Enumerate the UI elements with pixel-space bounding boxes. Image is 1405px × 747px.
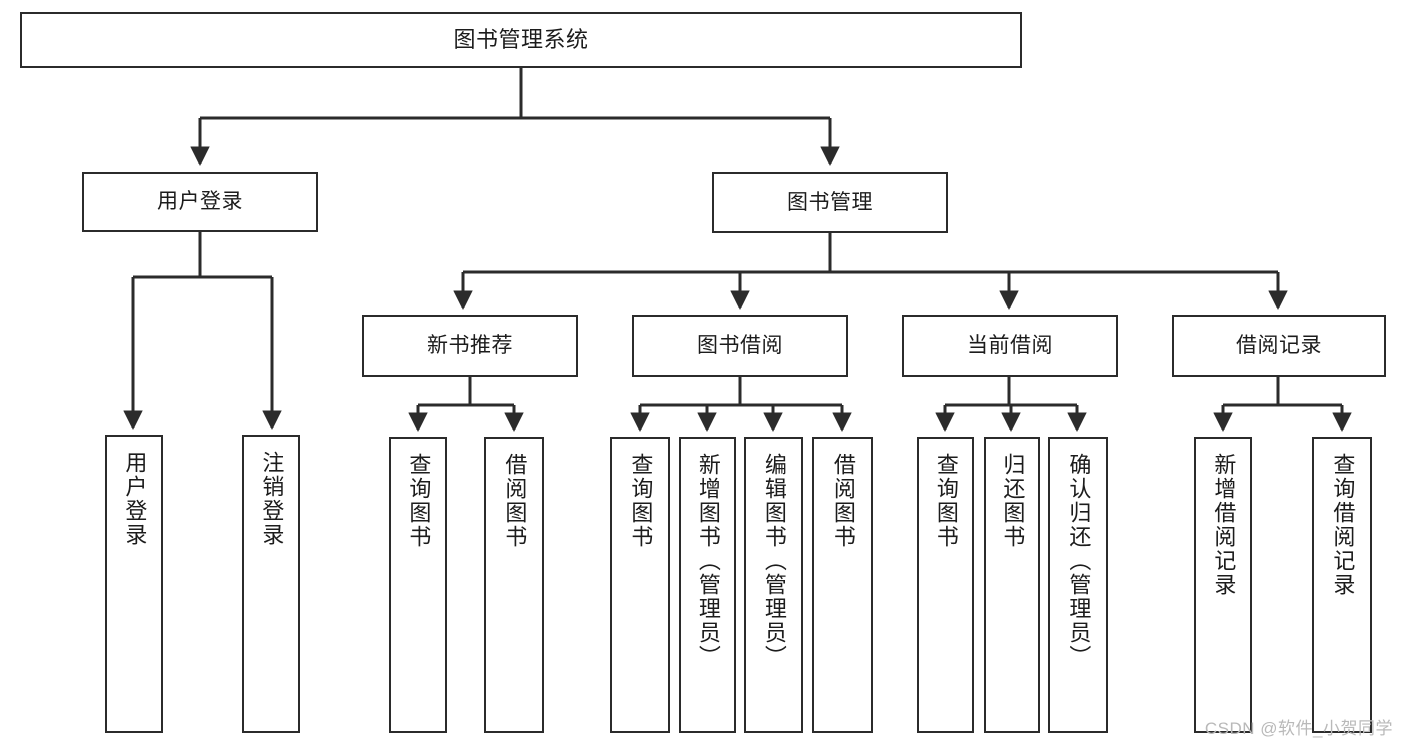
leaf-book-borrow-add-admin[interactable]: 新增图书（管理员）: [679, 437, 736, 733]
leaf-book-borrow-query[interactable]: 查询图书: [610, 437, 670, 733]
node-book-borrow[interactable]: 图书借阅: [632, 315, 848, 377]
node-label: 查询图书: [628, 453, 654, 549]
node-borrow-record[interactable]: 借阅记录: [1172, 315, 1386, 377]
leaf-current-borrow-query[interactable]: 查询图书: [917, 437, 974, 733]
node-label: 编辑图书（管理员）: [761, 453, 787, 669]
node-label: 借阅图书: [830, 453, 856, 549]
node-label: 新书推荐: [427, 334, 513, 358]
node-label: 归还图书: [1000, 453, 1026, 549]
leaf-current-borrow-confirm-admin[interactable]: 确认归还（管理员）: [1048, 437, 1108, 733]
node-label: 图书借阅: [697, 334, 783, 358]
node-label: 新增借阅记录: [1211, 453, 1237, 597]
leaf-book-borrow-edit-admin[interactable]: 编辑图书（管理员）: [744, 437, 803, 733]
node-label: 用户登录: [122, 451, 148, 547]
node-label: 注销登录: [259, 451, 285, 547]
node-label: 新增图书（管理员）: [695, 453, 721, 669]
node-user-login[interactable]: 用户登录: [82, 172, 318, 232]
node-label: 查询图书: [406, 453, 432, 549]
leaf-user-login-logout[interactable]: 注销登录: [242, 435, 300, 733]
node-label: 当前借阅: [967, 334, 1053, 358]
watermark-text: CSDN @软件_小贺同学: [1204, 719, 1393, 738]
node-label: 用户登录: [157, 190, 243, 214]
node-root-system[interactable]: 图书管理系统: [20, 12, 1022, 68]
leaf-borrow-record-add[interactable]: 新增借阅记录: [1194, 437, 1252, 733]
node-label: 查询借阅记录: [1330, 453, 1356, 597]
node-label: 借阅图书: [502, 453, 528, 549]
node-label: 查询图书: [933, 453, 959, 549]
node-label: 借阅记录: [1236, 334, 1322, 358]
node-label: 确认归还（管理员）: [1066, 453, 1092, 669]
node-label: 图书管理系统: [453, 26, 589, 52]
node-current-borrow[interactable]: 当前借阅: [902, 315, 1118, 377]
node-label: 图书管理: [787, 190, 873, 214]
node-book-management[interactable]: 图书管理: [712, 172, 948, 233]
leaf-new-book-query[interactable]: 查询图书: [389, 437, 447, 733]
leaf-new-book-borrow[interactable]: 借阅图书: [484, 437, 544, 733]
leaf-book-borrow-borrow[interactable]: 借阅图书: [812, 437, 873, 733]
leaf-current-borrow-return[interactable]: 归还图书: [984, 437, 1040, 733]
leaf-user-login-login[interactable]: 用户登录: [105, 435, 163, 733]
node-new-book-recommend[interactable]: 新书推荐: [362, 315, 578, 377]
leaf-borrow-record-query[interactable]: 查询借阅记录: [1312, 437, 1372, 733]
